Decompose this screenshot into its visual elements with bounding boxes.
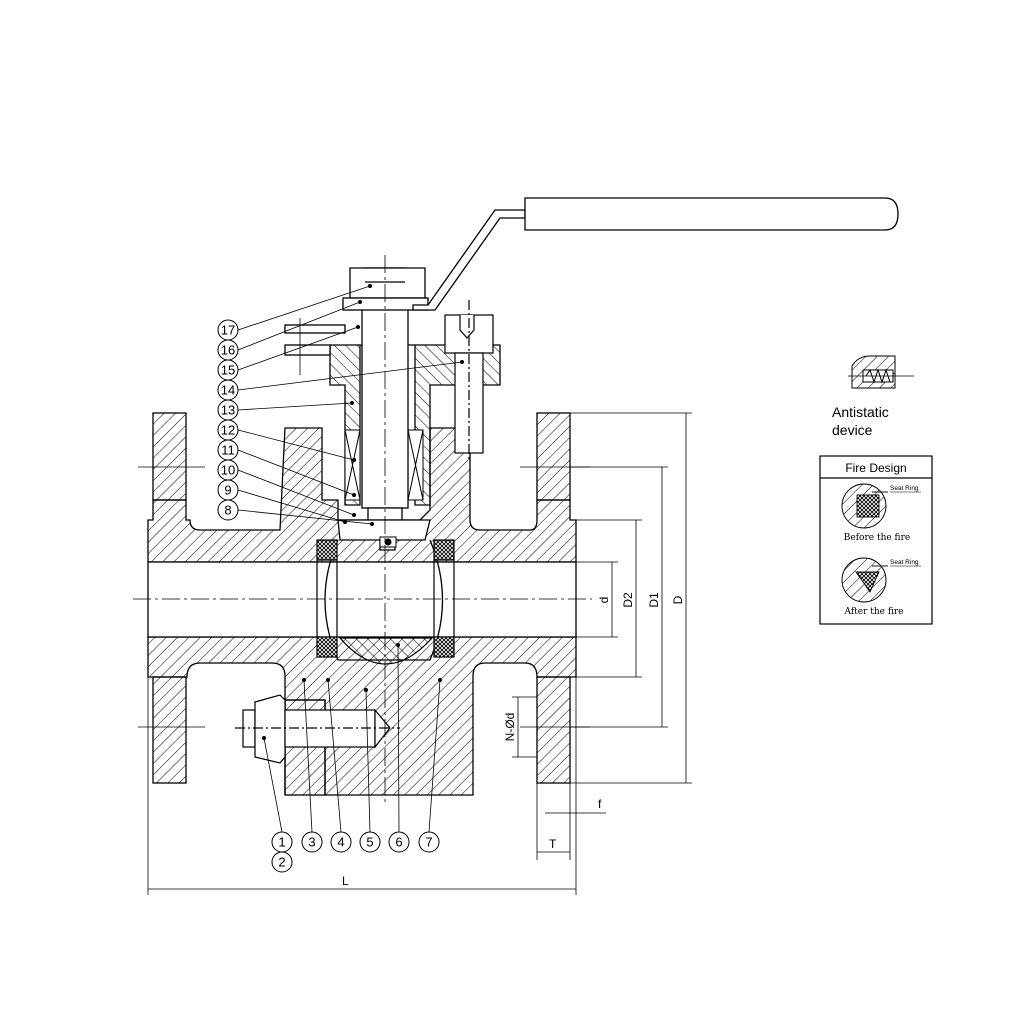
callout-leader xyxy=(237,326,359,371)
callout-number-16: 16 xyxy=(221,343,235,358)
seat-rings xyxy=(316,539,455,658)
callout-dot xyxy=(364,688,368,692)
callout-number-13: 13 xyxy=(221,403,235,418)
cap-screw xyxy=(444,300,494,460)
fire-after-caption: After the fire xyxy=(843,607,903,617)
dim-d1: D1 xyxy=(647,592,661,608)
callout-leader xyxy=(327,679,342,833)
callout-leader xyxy=(237,285,371,331)
callout-leader xyxy=(237,402,353,411)
antistatic-detail: Antistatic device xyxy=(832,355,914,438)
fire-design-panel: Fire Design Seat Ring Before the fire Se… xyxy=(819,455,933,625)
callout-leader xyxy=(365,689,371,833)
dim-L: L xyxy=(342,874,349,888)
callout-circle-4 xyxy=(330,831,352,853)
callout-number-8: 8 xyxy=(224,503,231,518)
callout-dot xyxy=(352,513,356,517)
callout-leader xyxy=(237,449,355,496)
callout-circle-3 xyxy=(301,831,323,853)
callout-dot xyxy=(460,360,464,364)
fire-before-ring-label: Seat Ring xyxy=(890,485,919,492)
dim-D: D xyxy=(671,595,685,604)
antistatic-label-1: Antistatic xyxy=(832,404,889,420)
callout-leader xyxy=(237,469,355,516)
callout-dot xyxy=(352,458,356,462)
antistatic-spring xyxy=(379,536,397,548)
callout-number-6: 6 xyxy=(395,835,402,850)
callout-number-11: 11 xyxy=(221,443,235,458)
callout-dot xyxy=(356,325,360,329)
callout-dot xyxy=(262,736,266,740)
callout-leader xyxy=(237,489,346,523)
handle-lever xyxy=(412,197,899,311)
callout-number-15: 15 xyxy=(221,363,235,378)
callout-leader xyxy=(237,301,361,351)
callout-number-2: 2 xyxy=(278,855,285,870)
callout-number-5: 5 xyxy=(366,835,373,850)
callout-dot xyxy=(343,520,347,524)
fire-before-caption: Before the fire xyxy=(844,533,910,543)
callout-number-3: 3 xyxy=(308,835,315,850)
dim-T: T xyxy=(549,837,557,851)
callout-number-7: 7 xyxy=(425,835,432,850)
fire-before-detail xyxy=(841,483,888,529)
callout-dot xyxy=(352,493,356,497)
callout-circle-6 xyxy=(388,831,410,853)
dim-n-od: N-Ød xyxy=(503,713,517,742)
callout-leader xyxy=(428,679,441,833)
callout-number-4: 4 xyxy=(337,835,344,850)
dimension-lines xyxy=(147,412,692,895)
callout-dot xyxy=(358,300,362,304)
dimension-labels: d D2 D1 D N-Ød f T L xyxy=(342,592,685,888)
callout-dot xyxy=(350,401,354,405)
callout-number-1: 1 xyxy=(278,835,285,850)
dim-d2: D2 xyxy=(621,592,635,608)
fire-after-detail xyxy=(841,557,888,603)
stem-packing xyxy=(344,429,424,501)
callouts-left: 17 16 15 14 13 12 11 10 9 8 xyxy=(217,284,464,526)
callout-leader xyxy=(237,361,463,391)
ball xyxy=(324,539,444,665)
callout-number-9: 9 xyxy=(224,483,231,498)
callout-circle-2 xyxy=(271,851,293,873)
dim-f: f xyxy=(598,797,602,811)
callout-number-10: 10 xyxy=(221,463,235,478)
callout-circle-5 xyxy=(359,831,381,853)
valve-body xyxy=(147,412,577,796)
callout-circle-7 xyxy=(418,831,440,853)
callout-dot xyxy=(370,522,374,526)
callout-dot xyxy=(396,643,400,647)
callout-number-14: 14 xyxy=(221,383,235,398)
fire-after-ring-label: Seat Ring xyxy=(890,559,919,566)
callout-dot xyxy=(302,678,306,682)
antistatic-label-2: device xyxy=(832,422,873,438)
callout-dot xyxy=(368,284,372,288)
callout-dot xyxy=(438,678,442,682)
callouts-bottom: 1 2 3 4 5 6 7 xyxy=(262,643,442,873)
callout-leader xyxy=(263,737,283,833)
fire-design-title: Fire Design xyxy=(845,461,906,475)
callout-dot xyxy=(326,678,330,682)
callout-leader xyxy=(303,679,313,833)
dim-d: d xyxy=(597,597,611,604)
bottom-bolt xyxy=(235,694,400,764)
callout-circle-8 xyxy=(217,499,239,521)
callout-number-12: 12 xyxy=(221,423,235,438)
callout-leader xyxy=(397,644,400,833)
callout-leader xyxy=(237,429,355,461)
callout-number-17: 17 xyxy=(221,323,235,338)
callout-leader xyxy=(237,509,373,525)
